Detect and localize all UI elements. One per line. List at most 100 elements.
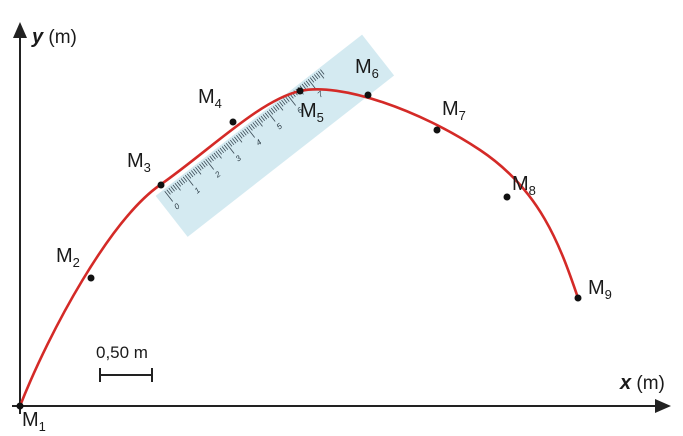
ruler-tick [227,141,233,147]
points: M1 M2 M3 M4 M5 M6 M7 M8 M9 [16,56,612,434]
ruler-tick [236,135,243,143]
ruler-tick [273,106,278,112]
point-m8-marker [503,193,511,201]
ruler-tick [313,74,319,80]
ruler-tick [279,101,284,107]
ruler-number: 3 [234,153,243,163]
ruler-body [155,34,395,237]
ruler-tick [256,119,263,127]
ruler-tick [207,157,212,163]
ruler-tick [264,112,270,118]
ruler-tick [266,111,276,122]
point-m4-marker [229,118,237,126]
ruler-tick [283,98,288,104]
ruler-tick [320,69,325,75]
ruler-tick [232,138,237,144]
ruler-tick [229,139,235,146]
ruler-tick [170,186,175,192]
ruler-tick [303,82,309,88]
ruler-tick [215,151,222,159]
point-m3-marker [157,181,165,189]
ruler-tick [182,176,188,182]
ruler-tick [307,79,317,90]
ruler-tick [221,146,227,152]
ruler-tick [211,154,216,160]
ruler-tick [188,171,194,178]
y-axis-arrow-icon [13,22,27,38]
ruler-tick [260,115,266,122]
ruler-tick [309,77,315,83]
ruler-tick [305,80,311,86]
ruler-tick [166,189,171,195]
ruler-tick [252,122,257,128]
ruler-tick [225,143,235,154]
ruler-tick [176,181,182,187]
ruler-number: 5 [275,121,284,131]
point-m6-label: M6 [355,56,379,81]
ruler-tick [197,165,202,171]
x-axis-label: x (m) [619,372,665,394]
scale-bar-label: 0,50 m [96,343,148,362]
point-m1-marker [16,402,24,410]
ruler-tick [172,184,177,190]
ruler-tick [268,109,274,115]
ruler-tick [316,72,321,78]
ruler-tick [277,103,284,111]
x-axis-arrow-icon [655,399,671,413]
ruler-tick [246,127,255,138]
ruler-tick [180,178,186,184]
ruler-tick [201,162,206,168]
point-m7-label: M7 [442,98,466,123]
ruler-tick [193,168,198,174]
point-m7-marker [433,126,441,134]
ruler-tick [164,191,174,202]
ruler-tick [238,133,243,139]
ruler-number: 2 [213,169,223,180]
ruler-number: 0 [172,201,181,211]
ruler-tick [219,147,225,154]
ruler-number: 1 [193,186,202,196]
ruler-tick [240,131,245,138]
point-m9-marker [574,294,582,302]
ruler-tick [209,155,214,162]
ruler-number: 6 [295,105,304,115]
ruler-tick [234,136,239,142]
ruler-tick [242,130,247,136]
ruler-tick [199,163,204,170]
point-m2-label: M2 [56,245,80,270]
ruler-tick [254,120,259,126]
ruler-tick [301,83,307,90]
point-m2-marker [87,274,95,282]
ruler-tick [281,99,286,106]
ruler-tick [178,179,184,186]
ruler-tick [186,173,192,179]
scale-bar: 0,50 m [96,343,153,382]
point-m3-label: M3 [127,150,151,175]
ruler-tick [184,175,194,186]
ruler-tick [287,95,296,106]
ruler-tick [248,125,253,131]
ruler-tick [244,128,249,134]
ruler-tick [318,71,325,79]
point-m5-marker [296,87,304,95]
ruler-tick [311,75,317,82]
point-m1-label: M1 [22,409,46,434]
ruler-tick [217,149,223,155]
ruler-number: 7 [316,89,325,99]
y-axis-label: y (m) [31,26,77,48]
axes: y (m) x (m) [12,22,671,414]
point-m9-label: M9 [588,277,612,302]
ruler-tick [270,107,276,114]
ruler-tick [275,104,280,110]
ruler-tick [168,187,173,194]
point-m4-label: M4 [198,86,222,111]
ruler-tick [223,144,229,150]
ruler-tick [205,159,215,170]
ruler-tick [174,183,181,191]
ruler-tick [191,170,196,176]
ruler-tick [250,123,255,130]
point-m6-marker [364,91,372,99]
